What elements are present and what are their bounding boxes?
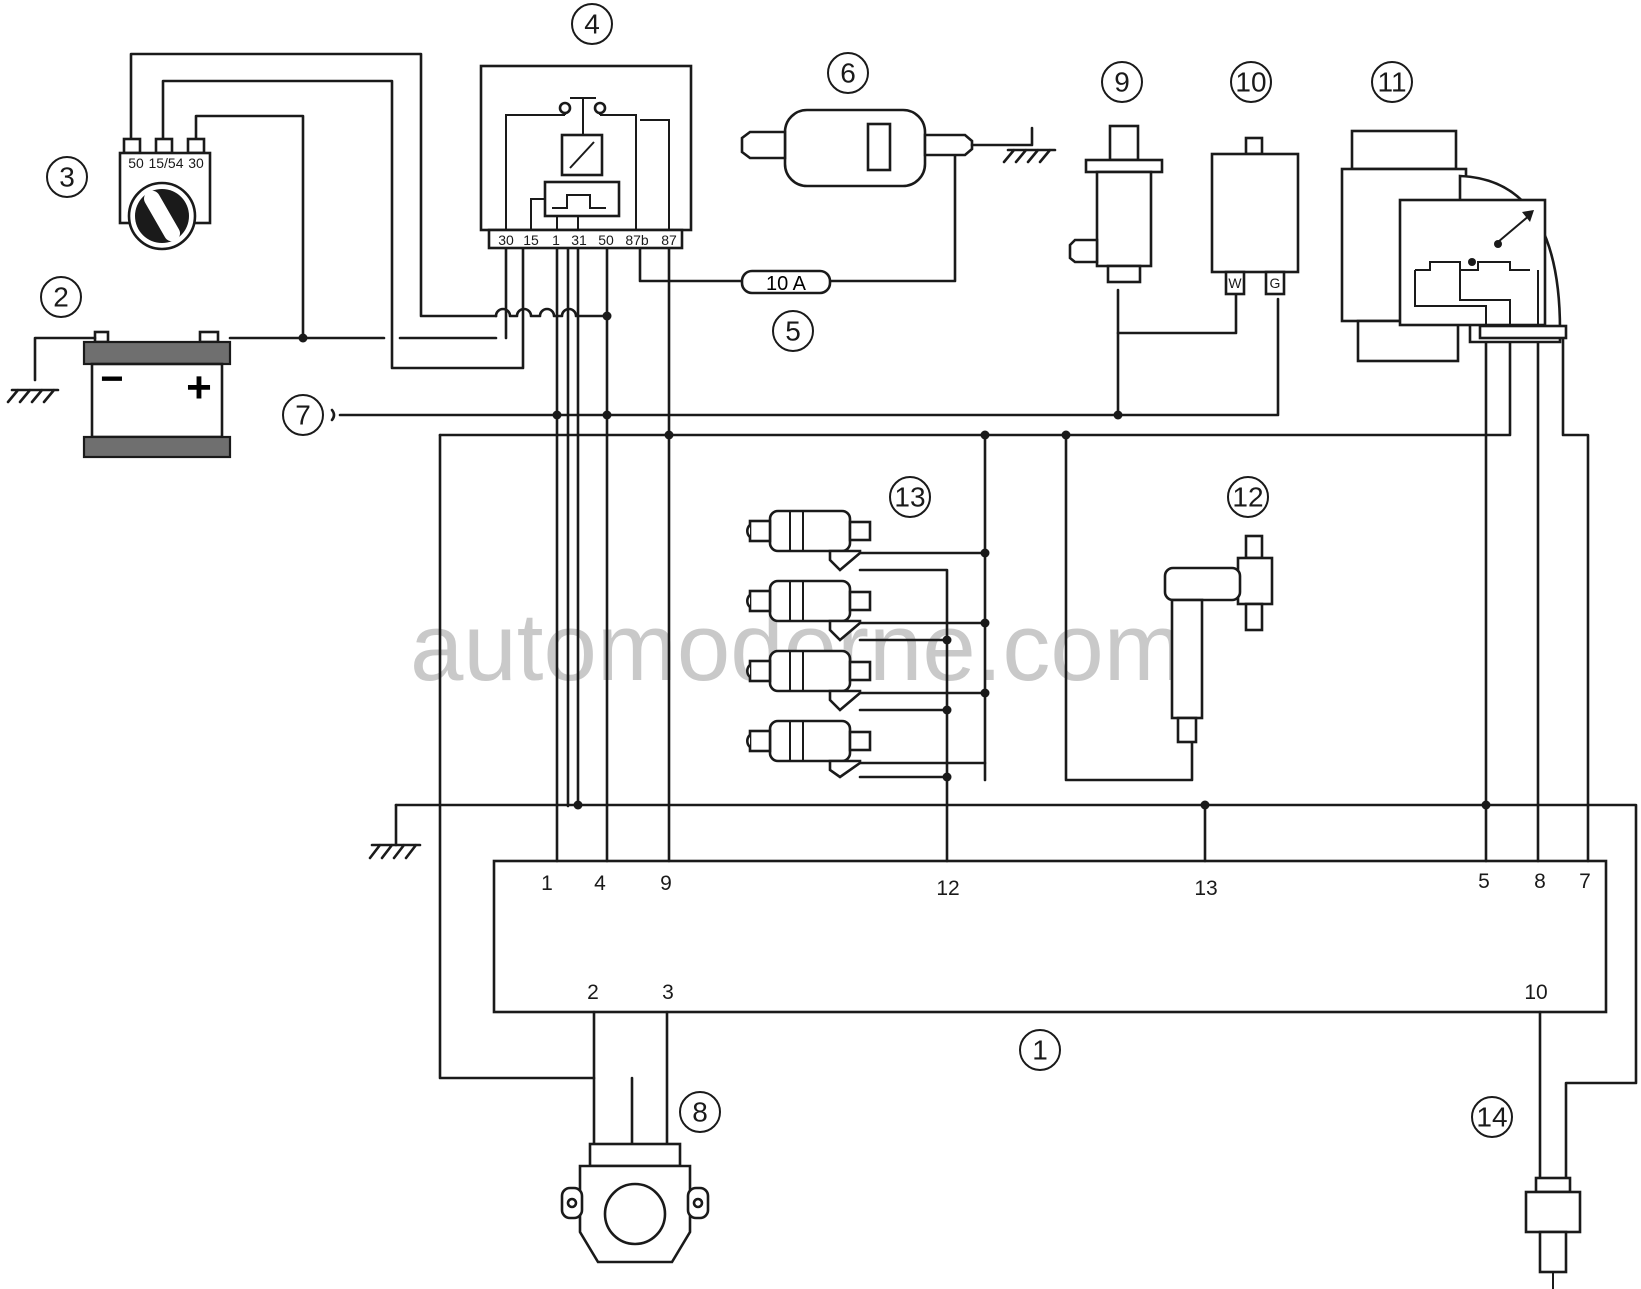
relay-term-30: 30 xyxy=(498,232,514,248)
svg-text:12: 12 xyxy=(1232,482,1263,513)
svg-text:5: 5 xyxy=(785,316,801,347)
ign-term-30: 30 xyxy=(188,155,204,171)
callout-14: 14 xyxy=(1471,1096,1513,1138)
callout-6: 6 xyxy=(827,52,869,94)
throttle-valve-switch xyxy=(1163,534,1274,744)
junctions xyxy=(298,311,1491,810)
battery-minus: − xyxy=(100,357,123,401)
callout-3: 3 xyxy=(46,156,88,198)
svg-text:6: 6 xyxy=(840,58,856,89)
ecu-pin-4: 4 xyxy=(594,872,606,895)
throttle-position-sensor xyxy=(560,1142,710,1264)
relay-term-1: 1 xyxy=(552,232,560,248)
ground-symbol xyxy=(368,843,422,860)
svg-text:1: 1 xyxy=(1032,1035,1048,1066)
svg-text:14: 14 xyxy=(1476,1102,1507,1133)
callout-10: 10 xyxy=(1230,61,1272,103)
svg-text:3: 3 xyxy=(59,162,75,193)
aux-valve-term-g: G xyxy=(1270,275,1281,291)
callout-8: 8 xyxy=(679,1091,721,1133)
svg-text:8: 8 xyxy=(692,1097,708,1128)
svg-text:7: 7 xyxy=(295,400,311,431)
relay-term-87: 87 xyxy=(661,232,677,248)
ign-term-15-54: 15/54 xyxy=(148,155,183,171)
ecu-pin-2: 2 xyxy=(587,981,599,1004)
callout-13: 13 xyxy=(889,476,931,518)
relay-term-31: 31 xyxy=(571,232,587,248)
fuel-pump xyxy=(740,108,1057,188)
relay-term-50: 50 xyxy=(598,232,614,248)
ecu-pin-5: 5 xyxy=(1478,870,1490,893)
battery: − + xyxy=(6,330,232,459)
callout-9: 9 xyxy=(1101,61,1143,103)
injector xyxy=(746,719,872,779)
svg-text:9: 9 xyxy=(1114,67,1130,98)
ecu-pin-12: 12 xyxy=(936,877,959,900)
ignition-switch: 50 15/54 30 xyxy=(118,137,212,251)
ecu-pin-1: 1 xyxy=(541,872,553,895)
air-flow-meter xyxy=(1340,129,1568,363)
lambda-sensor xyxy=(1524,1176,1582,1289)
ecu-pin-10: 10 xyxy=(1524,981,1547,1004)
relay-term-87b: 87b xyxy=(625,232,649,248)
ecu: 1 4 9 12 13 5 8 7 2 3 10 xyxy=(492,859,1608,1014)
fuse: 10 A xyxy=(740,269,832,295)
ecu-pin-7: 7 xyxy=(1579,870,1591,893)
aux-valve-term-w: W xyxy=(1228,275,1242,291)
injectors xyxy=(746,509,872,779)
auxiliary-air-valve: W G xyxy=(1210,136,1300,296)
svg-text:2: 2 xyxy=(53,282,69,313)
ecu-pin-9: 9 xyxy=(660,872,672,895)
callout-11: 11 xyxy=(1371,61,1413,103)
relay-term-15: 15 xyxy=(523,232,539,248)
callout-4: 4 xyxy=(571,3,613,45)
callout-12: 12 xyxy=(1227,476,1269,518)
ecu-pin-8: 8 xyxy=(1534,870,1546,893)
svg-text:4: 4 xyxy=(584,9,600,40)
ecu-pin-13: 13 xyxy=(1194,877,1217,900)
callouts: 1 2 3 4 5 6 7 8 9 10 11 12 13 14 xyxy=(40,3,1513,1138)
ign-term-50: 50 xyxy=(128,155,144,171)
svg-text:13: 13 xyxy=(894,482,925,513)
battery-plus: + xyxy=(186,363,212,412)
injector xyxy=(746,579,872,642)
injector xyxy=(746,509,872,572)
callout-7: 7 xyxy=(282,394,324,436)
callout-5: 5 xyxy=(772,310,814,352)
svg-text:11: 11 xyxy=(1377,67,1406,98)
ecu-pin-3: 3 xyxy=(662,981,674,1004)
svg-text:10: 10 xyxy=(1235,67,1266,98)
fuse-label: 10 A xyxy=(766,273,807,295)
cold-start-valve xyxy=(1068,124,1164,284)
wires xyxy=(129,52,1638,1180)
callout-2: 2 xyxy=(40,276,82,318)
main-relay: 30 15 1 31 50 87b 87 xyxy=(479,64,693,250)
callout-1: 1 xyxy=(1019,1029,1061,1071)
injector xyxy=(746,649,872,712)
